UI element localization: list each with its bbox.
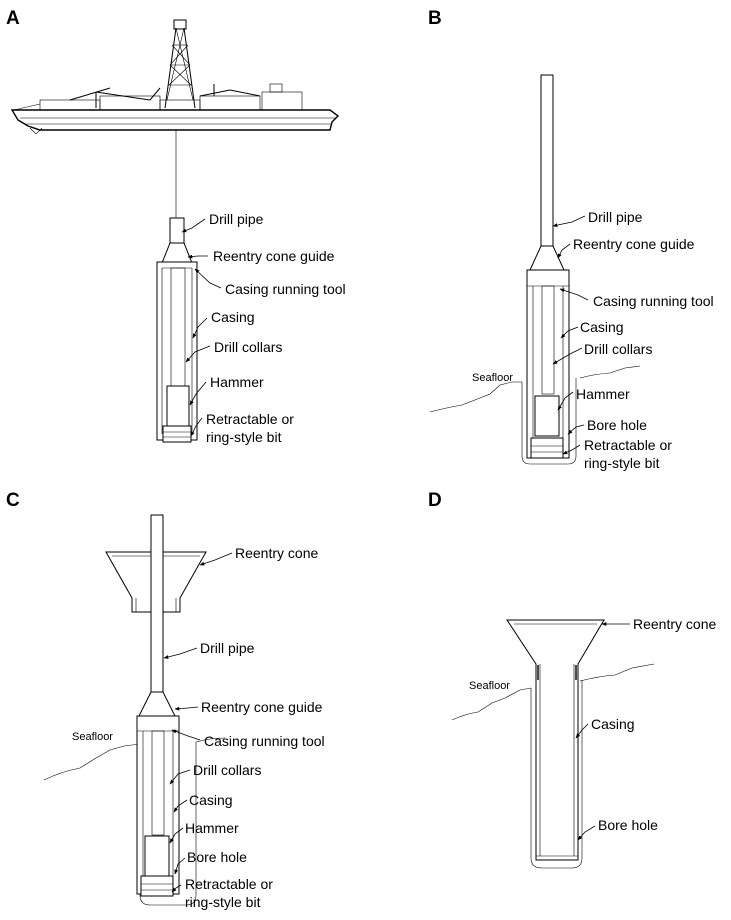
label-c-bit-line2: ring-style bit	[185, 894, 261, 910]
label-b-seafloor: Seafloor	[472, 372, 513, 384]
label-a-hammer: Hammer	[210, 374, 264, 390]
label-c-casing-running-tool: Casing running tool	[204, 733, 325, 749]
label-b-casing-running-tool: Casing running tool	[593, 293, 714, 309]
label-b-casing: Casing	[580, 319, 624, 335]
panel-d-letter: D	[428, 490, 442, 511]
label-b-bore-hole: Bore hole	[587, 417, 647, 433]
label-a-drill-collars: Drill collars	[214, 339, 282, 355]
label-a-casing-running-tool: Casing running tool	[225, 281, 346, 297]
label-c-bit-line1: Retractable or	[185, 876, 273, 892]
label-c-casing: Casing	[189, 792, 233, 808]
label-b-drill-collars: Drill collars	[584, 341, 652, 357]
derrick	[159, 19, 201, 111]
panel-c-letter: C	[6, 490, 20, 511]
label-d-bore-hole: Bore hole	[598, 817, 658, 833]
label-c-hammer: Hammer	[185, 820, 239, 836]
label-b-reentry-cone-guide: Reentry cone guide	[573, 236, 695, 252]
label-c-reentry-cone: Reentry cone	[235, 545, 318, 561]
label-b-bit-line2: ring-style bit	[584, 455, 660, 471]
label-c-drill-collars: Drill collars	[193, 762, 261, 778]
panel-b-letter: B	[428, 8, 442, 29]
label-a-casing: Casing	[211, 309, 255, 325]
panel-a-letter: A	[6, 8, 20, 29]
label-d-seafloor: Seafloor	[469, 680, 510, 692]
label-c-reentry-cone-guide: Reentry cone guide	[201, 699, 323, 715]
panel-a-assembly	[156, 217, 198, 443]
label-b-bit-line1: Retractable or	[584, 437, 672, 453]
panel-b-assembly	[429, 74, 641, 465]
label-d-casing: Casing	[591, 716, 635, 732]
panel-c: C	[6, 490, 325, 910]
label-b-hammer: Hammer	[576, 386, 630, 402]
panel-b: B Drill pipe Reentry	[428, 8, 714, 471]
label-a-reentry-cone-guide: Reentry cone guide	[213, 248, 335, 264]
panel-d-assembly	[451, 619, 655, 869]
panel-c-assembly	[43, 514, 226, 906]
panel-d: D Reentry cone Seafloor Casing Bore hole	[428, 490, 716, 869]
label-c-bore-hole: Bore hole	[187, 849, 247, 865]
label-a-bit-line2: ring-style bit	[206, 429, 282, 445]
label-a-drill-pipe: Drill pipe	[209, 211, 264, 227]
label-a-bit-line1: Retractable or	[206, 411, 294, 427]
label-c-drill-pipe: Drill pipe	[200, 640, 255, 656]
panel-a: A	[6, 8, 346, 445]
label-c-seafloor: Seafloor	[72, 731, 113, 743]
label-d-reentry-cone: Reentry cone	[633, 616, 716, 632]
label-b-drill-pipe: Drill pipe	[588, 209, 643, 225]
drillship-illustration	[10, 19, 340, 135]
